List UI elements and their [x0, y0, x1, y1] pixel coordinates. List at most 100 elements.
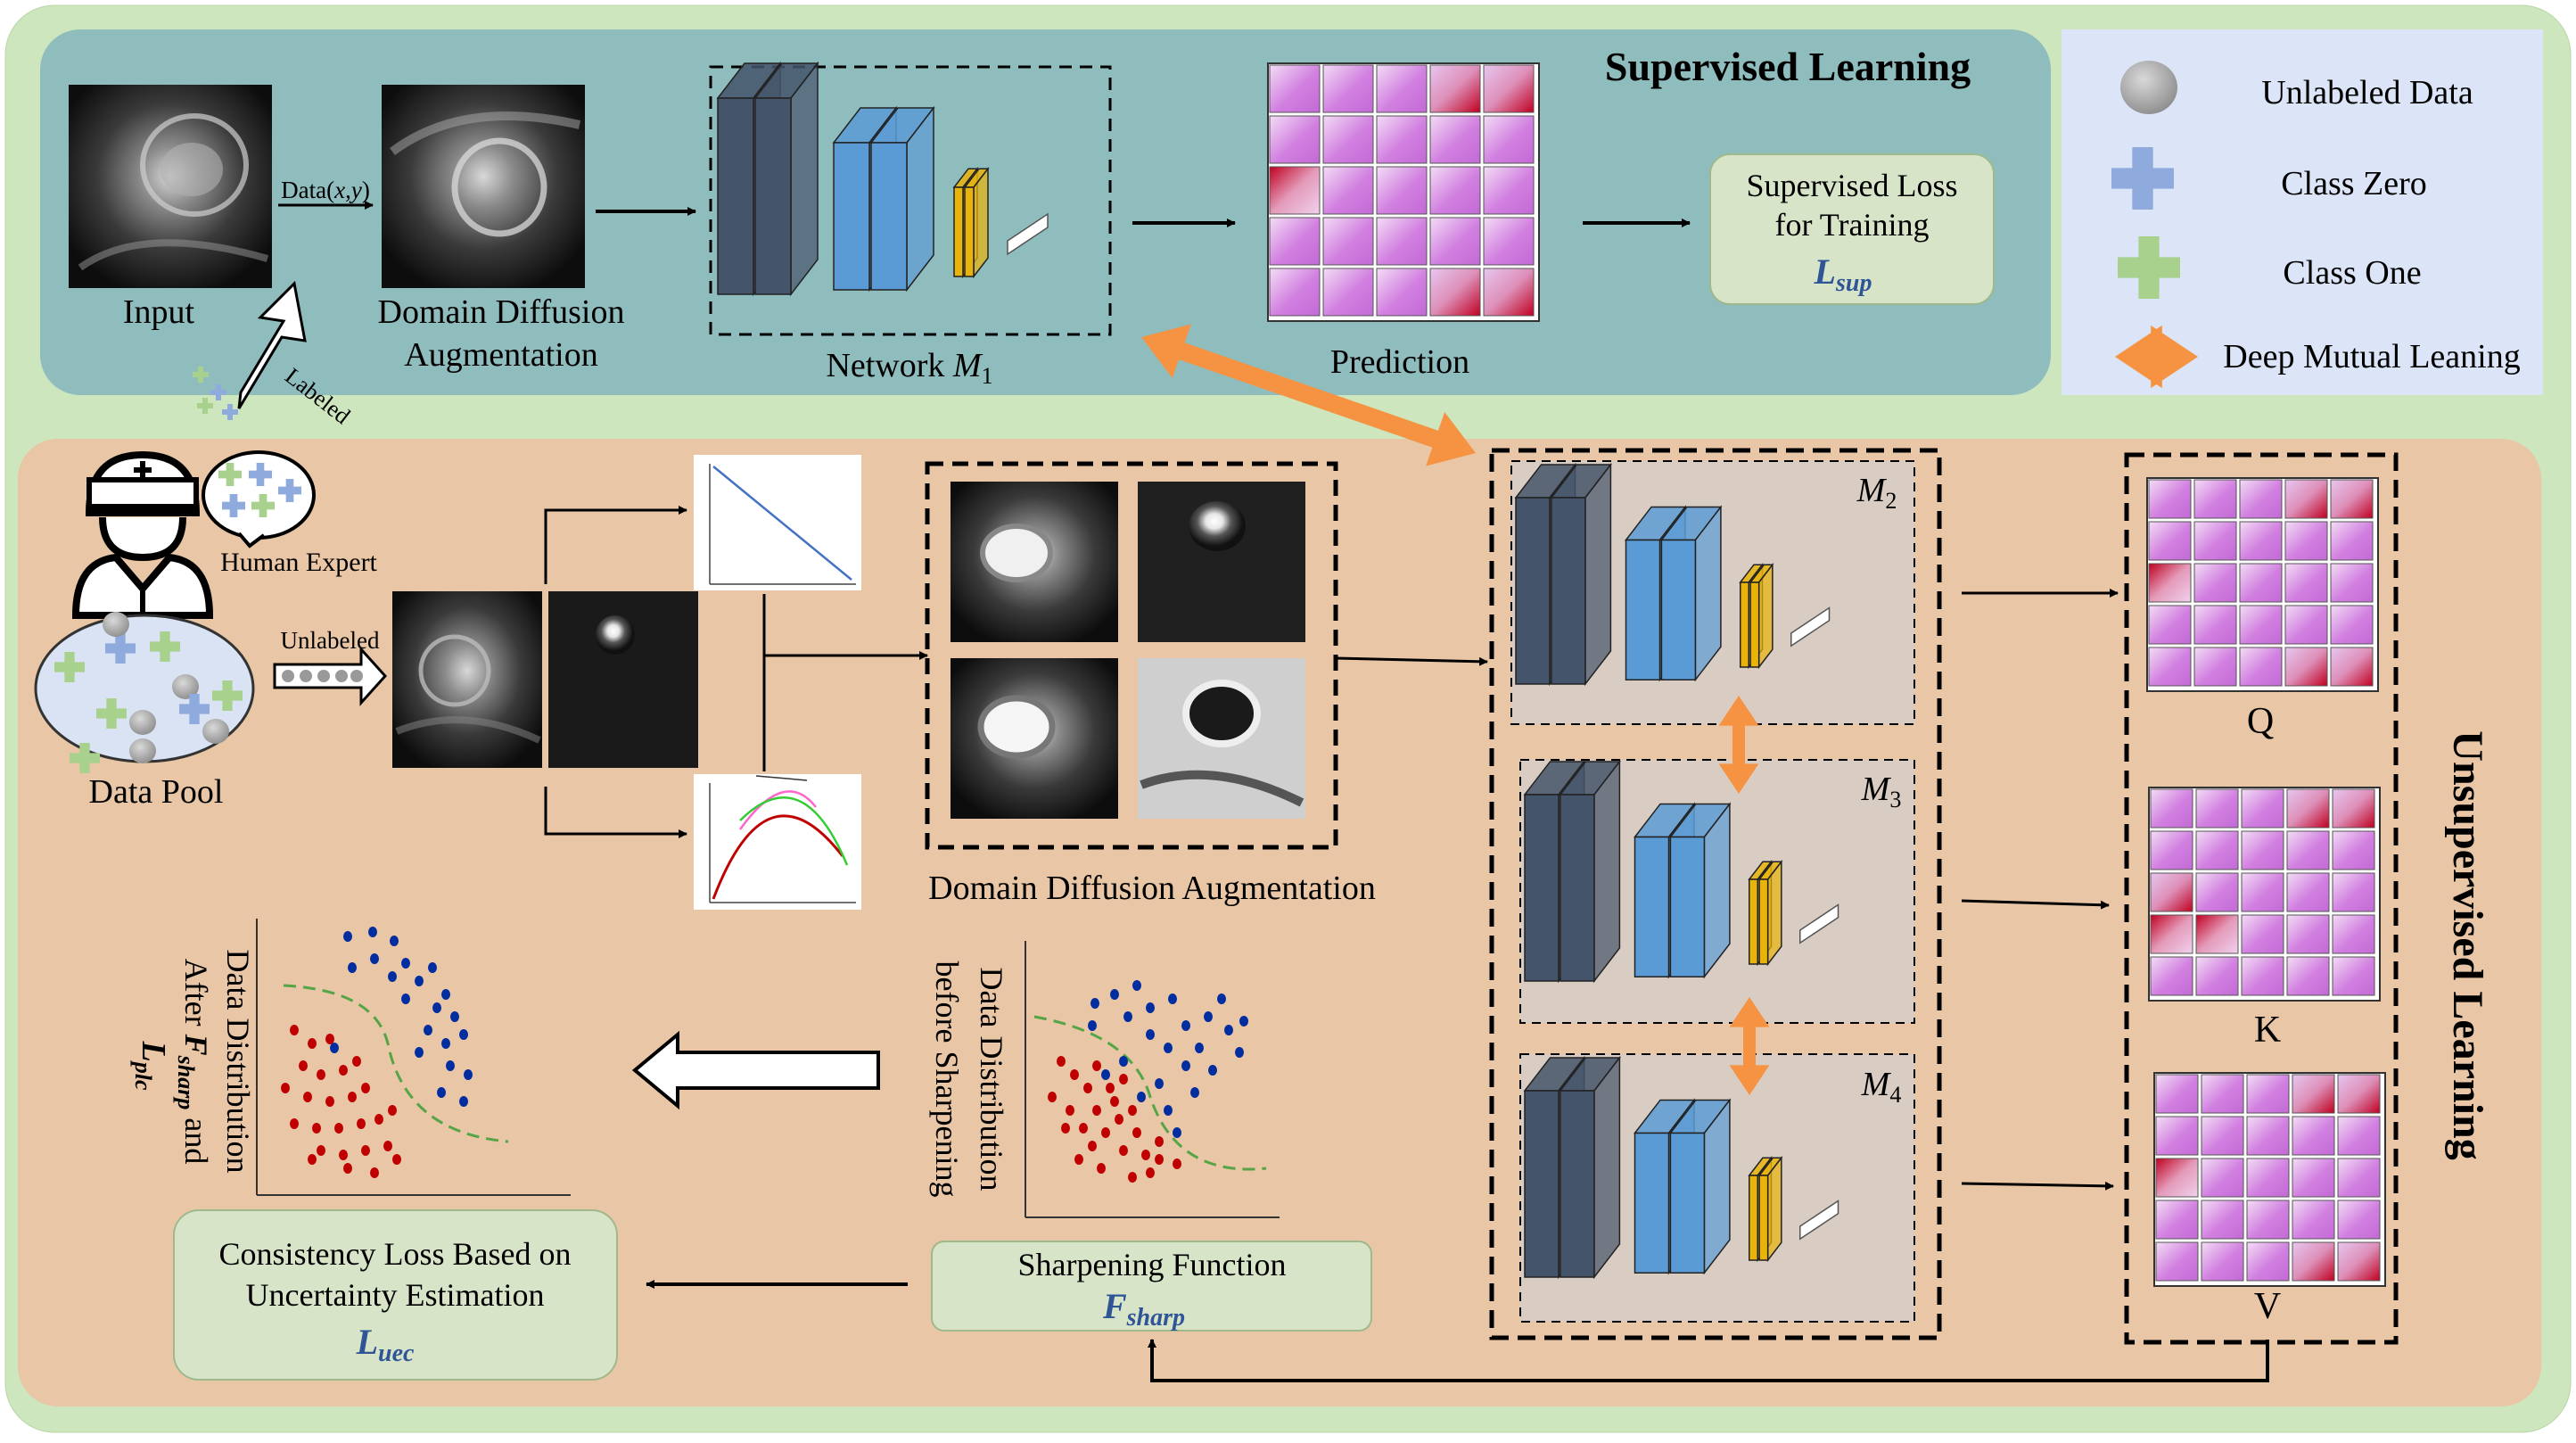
- input-mri-image: [69, 85, 272, 288]
- arrow-to-curve-plot: [544, 787, 687, 838]
- grid-cell: [2292, 1158, 2335, 1198]
- grid-cell: [2148, 479, 2192, 519]
- model-m3-label: M3: [1861, 771, 1902, 812]
- scatter-point: [1141, 1150, 1150, 1160]
- grid-cell: [1376, 64, 1428, 113]
- grid-cell: [1376, 166, 1428, 215]
- before-sharpening-label-line2: before Sharpening: [929, 961, 965, 1198]
- grid-cell: [2155, 1074, 2199, 1114]
- sharpening-function-formula: Fsharp: [1102, 1286, 1185, 1332]
- grid-cell: [2246, 1116, 2290, 1156]
- output-block: [1007, 212, 1049, 256]
- grid-cell: [2150, 956, 2193, 996]
- scatter-point: [388, 971, 397, 982]
- grid-cell: [2286, 788, 2330, 829]
- grid-cell: [2148, 605, 2192, 645]
- grid-cell: [2337, 1241, 2381, 1282]
- scatter-point: [424, 1025, 432, 1035]
- grid-cell: [2337, 1074, 2381, 1114]
- grid-cell: [1269, 115, 1321, 164]
- grid-cell: [2148, 647, 2192, 687]
- scatter-point: [1239, 1016, 1248, 1027]
- grid-cell: [2241, 788, 2284, 829]
- scatter-point: [361, 1145, 370, 1156]
- scatter-point: [1048, 1092, 1057, 1102]
- model-m4-label: M4: [1861, 1066, 1902, 1108]
- grid-cell: [2286, 872, 2330, 912]
- grid-cell: [2201, 1074, 2244, 1114]
- scatter-point: [343, 931, 352, 942]
- grid-cell: [2241, 914, 2284, 954]
- supervised-title: Supervised Learning: [1605, 44, 1971, 89]
- grid-cell: [2150, 872, 2193, 912]
- scatter-point: [290, 1118, 299, 1129]
- grid-cell: [1376, 217, 1428, 266]
- grid-cell: [2246, 1241, 2290, 1282]
- scatter-point: [334, 1123, 343, 1134]
- scatter-point: [1088, 1020, 1097, 1031]
- scatter-point: [1079, 1123, 1088, 1134]
- qkv-container: [2124, 452, 2399, 1345]
- grid-cell: [2193, 479, 2237, 519]
- model-m3-blocks: [1523, 759, 1839, 984]
- supervised-loss-line1: Supervised Loss: [1747, 168, 1958, 203]
- grid-cell: [1429, 115, 1481, 164]
- scatter-point: [441, 989, 450, 1000]
- linear-mapping-plot: [694, 455, 861, 590]
- grid-cell: [2195, 956, 2239, 996]
- grid-cell: [2330, 647, 2374, 687]
- grid-cell: [1376, 115, 1428, 164]
- grid-cell: [2337, 1200, 2381, 1240]
- scatter-point: [339, 1065, 348, 1076]
- after-sharpening-scatter: [256, 919, 571, 1196]
- grid-cell: [1483, 217, 1535, 266]
- scatter-point: [1061, 1123, 1070, 1134]
- grid-cell: [2292, 1116, 2335, 1156]
- grid-cell: [2193, 563, 2237, 603]
- conv-block-dark-2: [1550, 462, 1612, 687]
- grid-cell: [2332, 956, 2375, 996]
- scatter-point: [317, 1069, 325, 1080]
- scatter-point: [343, 1163, 352, 1174]
- grid-cell: [2330, 563, 2374, 603]
- grid-cell: [2195, 872, 2239, 912]
- grid-cell: [2284, 563, 2328, 603]
- pool-cross: [70, 743, 101, 773]
- grid-cell: [2150, 914, 2193, 954]
- grid-cell: [1322, 268, 1374, 317]
- dml-arrow-m2-m3: [1718, 696, 1759, 794]
- human-expert-label: Human Expert: [220, 548, 377, 577]
- grid-cell: [2246, 1074, 2290, 1114]
- scatter-point: [312, 1123, 321, 1134]
- grid-cell: [2195, 914, 2239, 954]
- grid-cell: [2201, 1241, 2244, 1282]
- grid-cell: [2246, 1200, 2290, 1240]
- class-one-icon: [2118, 236, 2180, 300]
- network-m1-blocks: [716, 61, 1049, 297]
- network-m1-box: [709, 65, 1112, 336]
- model-m2-label: M2: [1856, 472, 1897, 514]
- augmentation-grid-label: Domain Diffusion Augmentation: [928, 870, 1376, 907]
- output-block: [1790, 606, 1831, 647]
- scatter-point: [1146, 1167, 1155, 1178]
- scatter-point: [370, 1167, 379, 1178]
- grid-cell: [2150, 830, 2193, 870]
- prediction-label: Prediction: [1330, 343, 1469, 381]
- scatter-point: [1164, 1105, 1173, 1116]
- scatter-point: [325, 1034, 334, 1044]
- input-label: Input: [123, 293, 195, 331]
- grid-cell: [2193, 521, 2237, 561]
- scatter-point: [1224, 1025, 1233, 1035]
- grid-cell: [2332, 914, 2375, 954]
- labeled-cross: [210, 384, 226, 400]
- scatter-point: [1110, 989, 1119, 1000]
- dml-arrow-m3-m4: [1729, 997, 1770, 1095]
- grid-cell: [2155, 1241, 2199, 1282]
- q-grid: [2146, 477, 2379, 692]
- scatter-point: [437, 1087, 446, 1098]
- augmented-image-1: [951, 482, 1118, 642]
- scatter-point: [1092, 1060, 1101, 1071]
- scatter-point: [348, 962, 357, 973]
- conv-block-blue-2: [1668, 802, 1732, 979]
- arrow-to-k: [1961, 899, 2110, 910]
